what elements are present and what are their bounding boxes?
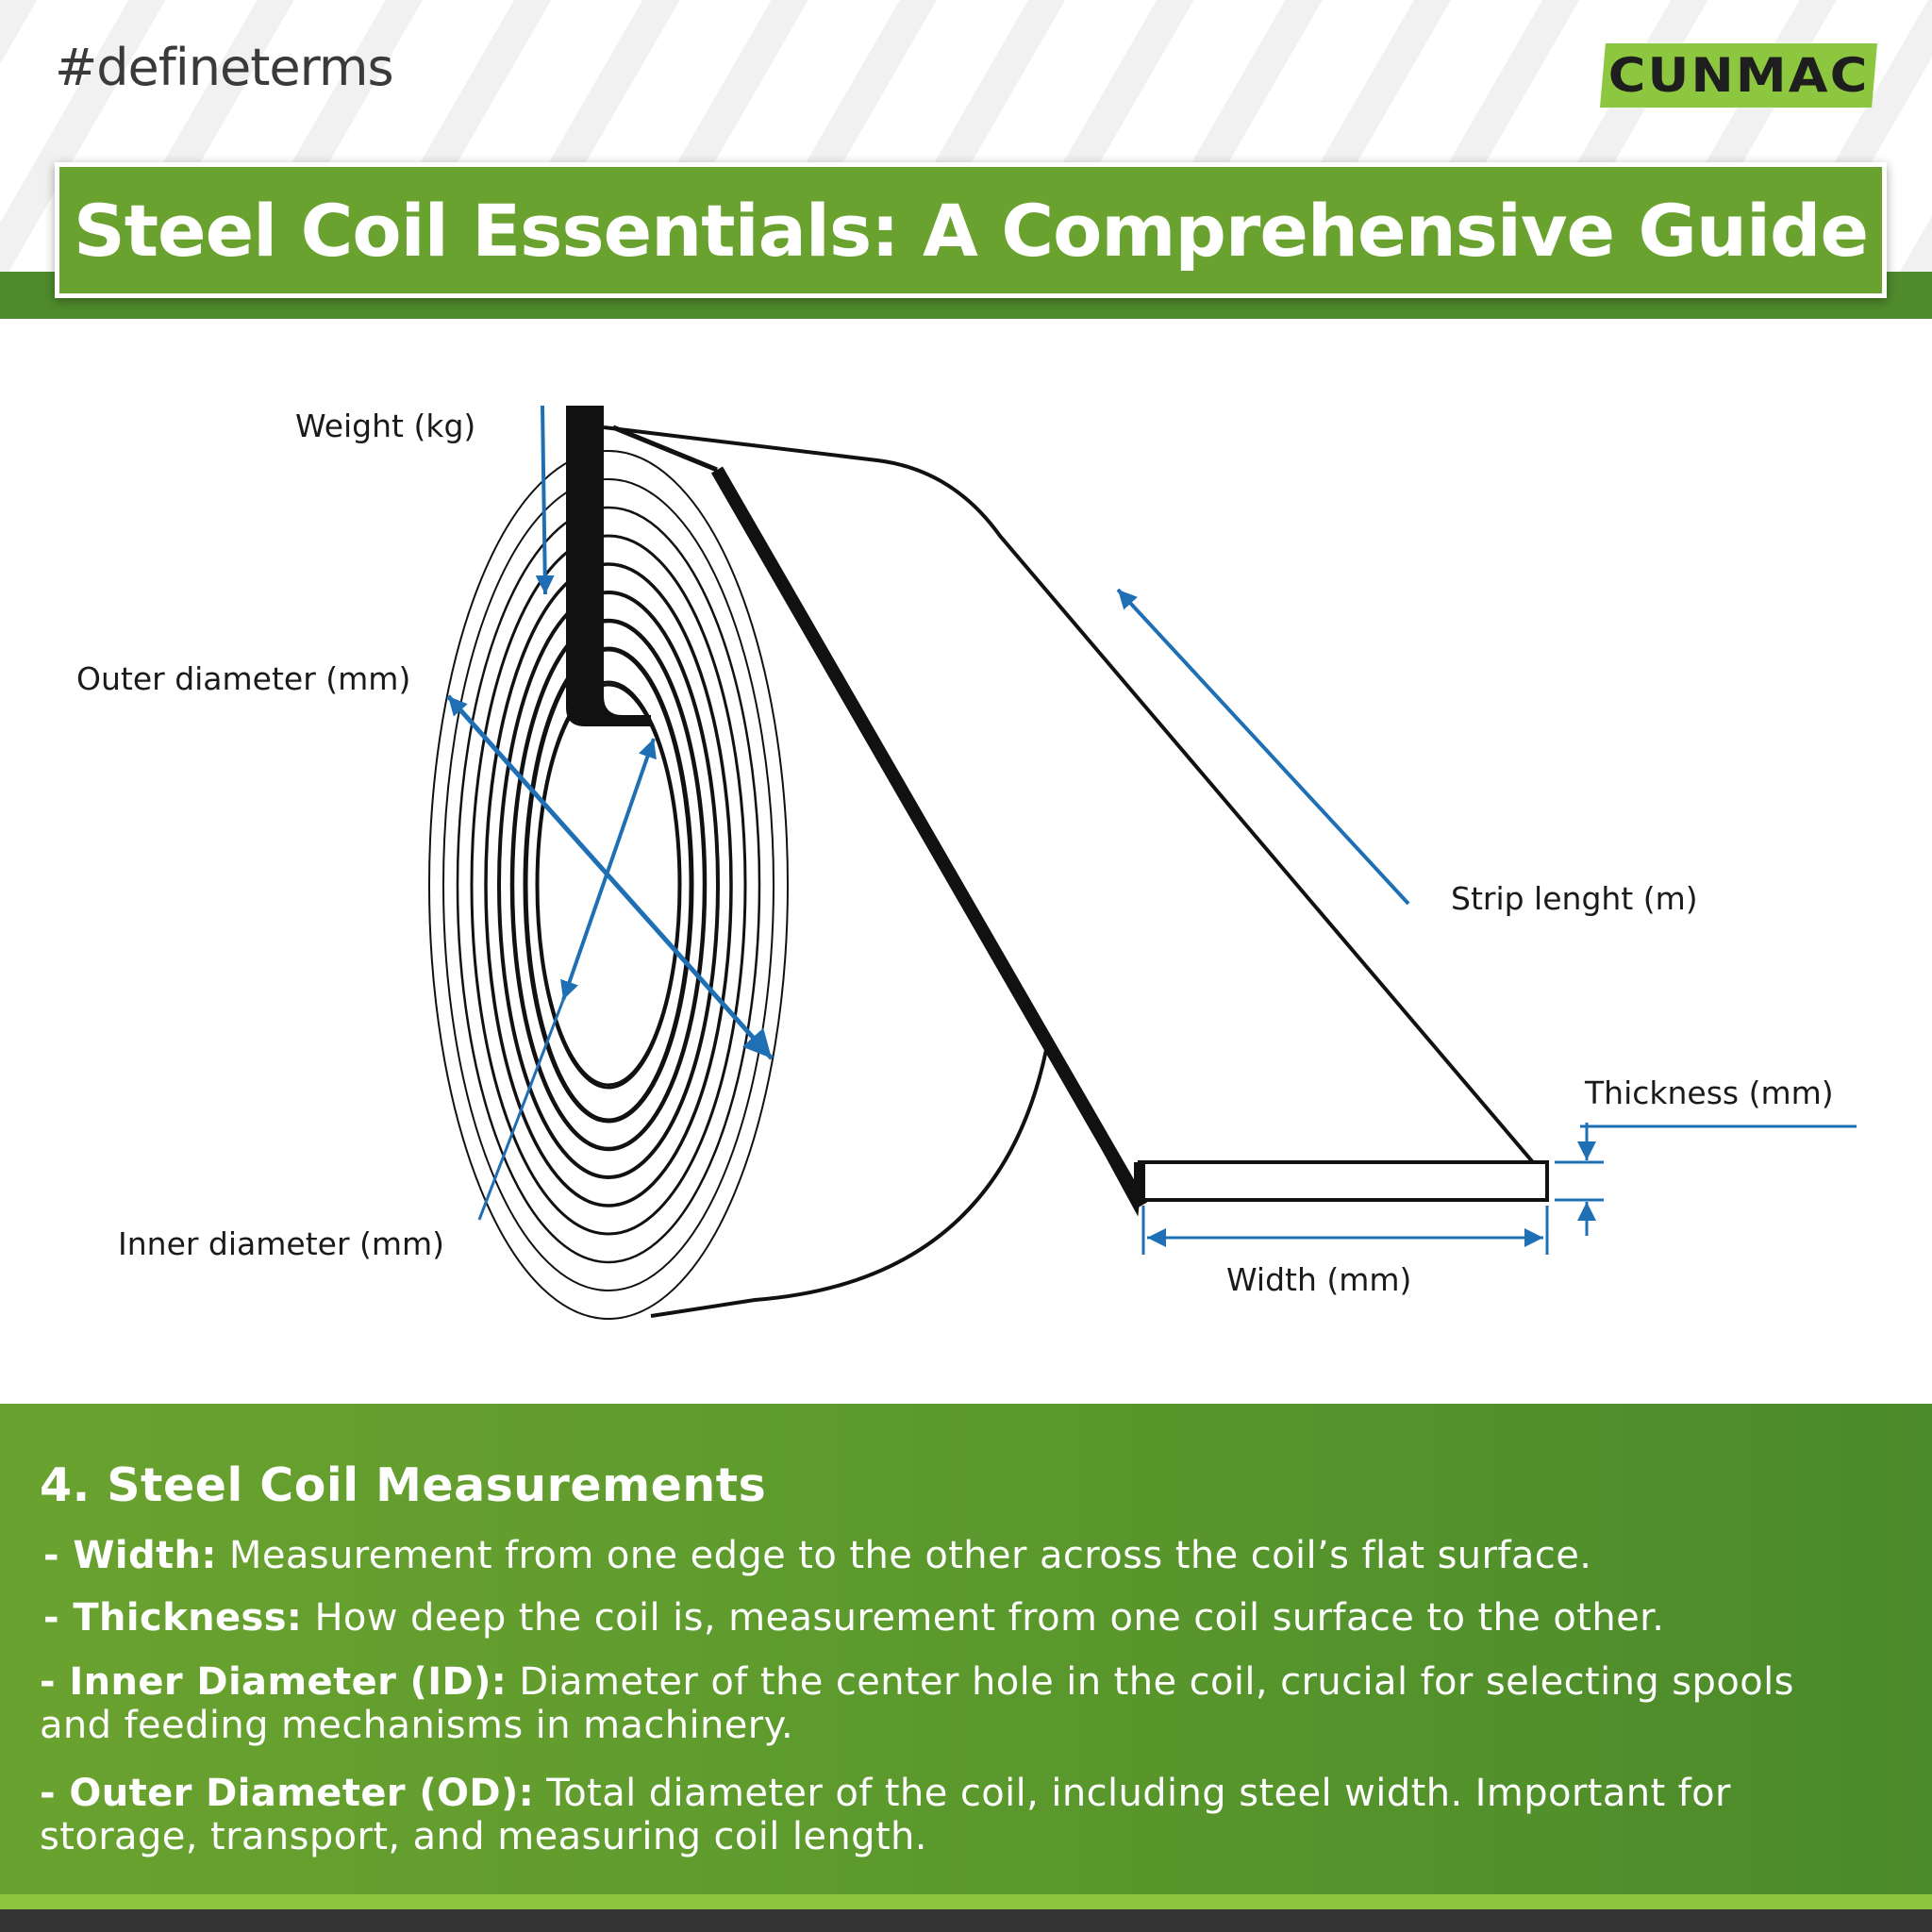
page-title: Steel Coil Essentials: A Comprehensive G… bbox=[73, 188, 1869, 273]
section-heading: 4. Steel Coil Measurements bbox=[40, 1458, 767, 1512]
brand-logo: CUNMAC bbox=[1600, 43, 1877, 108]
label-inner-diameter: Inner diameter (mm) bbox=[118, 1225, 444, 1262]
inner-diameter-leader bbox=[477, 999, 565, 1221]
inner-diameter-arrow bbox=[560, 738, 657, 1001]
coil-body-outline bbox=[603, 425, 1542, 1318]
definition-thickness: - Thickness: How deep the coil is, measu… bbox=[43, 1596, 1836, 1640]
definitions-panel: 4. Steel Coil Measurements - Width: Meas… bbox=[0, 1404, 1932, 1894]
footer-bar bbox=[0, 1909, 1932, 1932]
brand-logo-text: CUNMAC bbox=[1607, 48, 1870, 103]
term-width: - Width: bbox=[43, 1534, 217, 1577]
label-thickness: Thickness (mm) bbox=[1584, 1074, 1834, 1111]
text-width: Measurement from one edge to the other a… bbox=[216, 1534, 1592, 1577]
definition-outer-diameter: - Outer Diameter (OD): Total diameter of… bbox=[40, 1772, 1832, 1858]
definition-width: - Width: Measurement from one edge to th… bbox=[43, 1534, 1836, 1577]
term-inner-diameter: - Inner Diameter (ID): bbox=[40, 1660, 508, 1704]
text-thickness: How deep the coil is, measurement from o… bbox=[302, 1596, 1665, 1640]
label-outer-diameter: Outer diameter (mm) bbox=[76, 660, 410, 697]
coil-inner-hole bbox=[536, 683, 681, 1087]
text-inner-diameter: Diameter of the center hole in the coil,… bbox=[40, 1660, 1794, 1747]
header: #defineterms CUNMAC Steel Coil Essential… bbox=[0, 0, 1932, 319]
footer-accent-line bbox=[0, 1894, 1932, 1909]
strip-length-arrow bbox=[1116, 588, 1410, 906]
coil-start-strip bbox=[566, 406, 651, 726]
label-strip-length: Strip lenght (m) bbox=[1451, 880, 1698, 917]
strip-edge-thin bbox=[612, 425, 718, 473]
text-outer-diameter: Total diameter of the coil, including st… bbox=[40, 1772, 1731, 1858]
definition-inner-diameter: - Inner Diameter (ID): Diameter of the c… bbox=[40, 1660, 1832, 1747]
label-weight: Weight (kg) bbox=[295, 408, 475, 444]
label-width: Width (mm) bbox=[1226, 1261, 1411, 1298]
coil-diagram-svg: Weight (kg) Outer diameter (mm) Inner di… bbox=[76, 405, 1857, 1320]
strip-end bbox=[1138, 1160, 1549, 1202]
coil-diagram: Weight (kg) Outer diameter (mm) Inner di… bbox=[0, 319, 1932, 1404]
term-outer-diameter: - Outer Diameter (OD): bbox=[40, 1772, 535, 1815]
strip-edge bbox=[710, 466, 1148, 1209]
title-banner: Steel Coil Essentials: A Comprehensive G… bbox=[55, 162, 1887, 298]
hashtag: #defineterms bbox=[55, 38, 394, 97]
term-thickness: - Thickness: bbox=[43, 1596, 303, 1640]
weight-arrow bbox=[535, 405, 555, 595]
